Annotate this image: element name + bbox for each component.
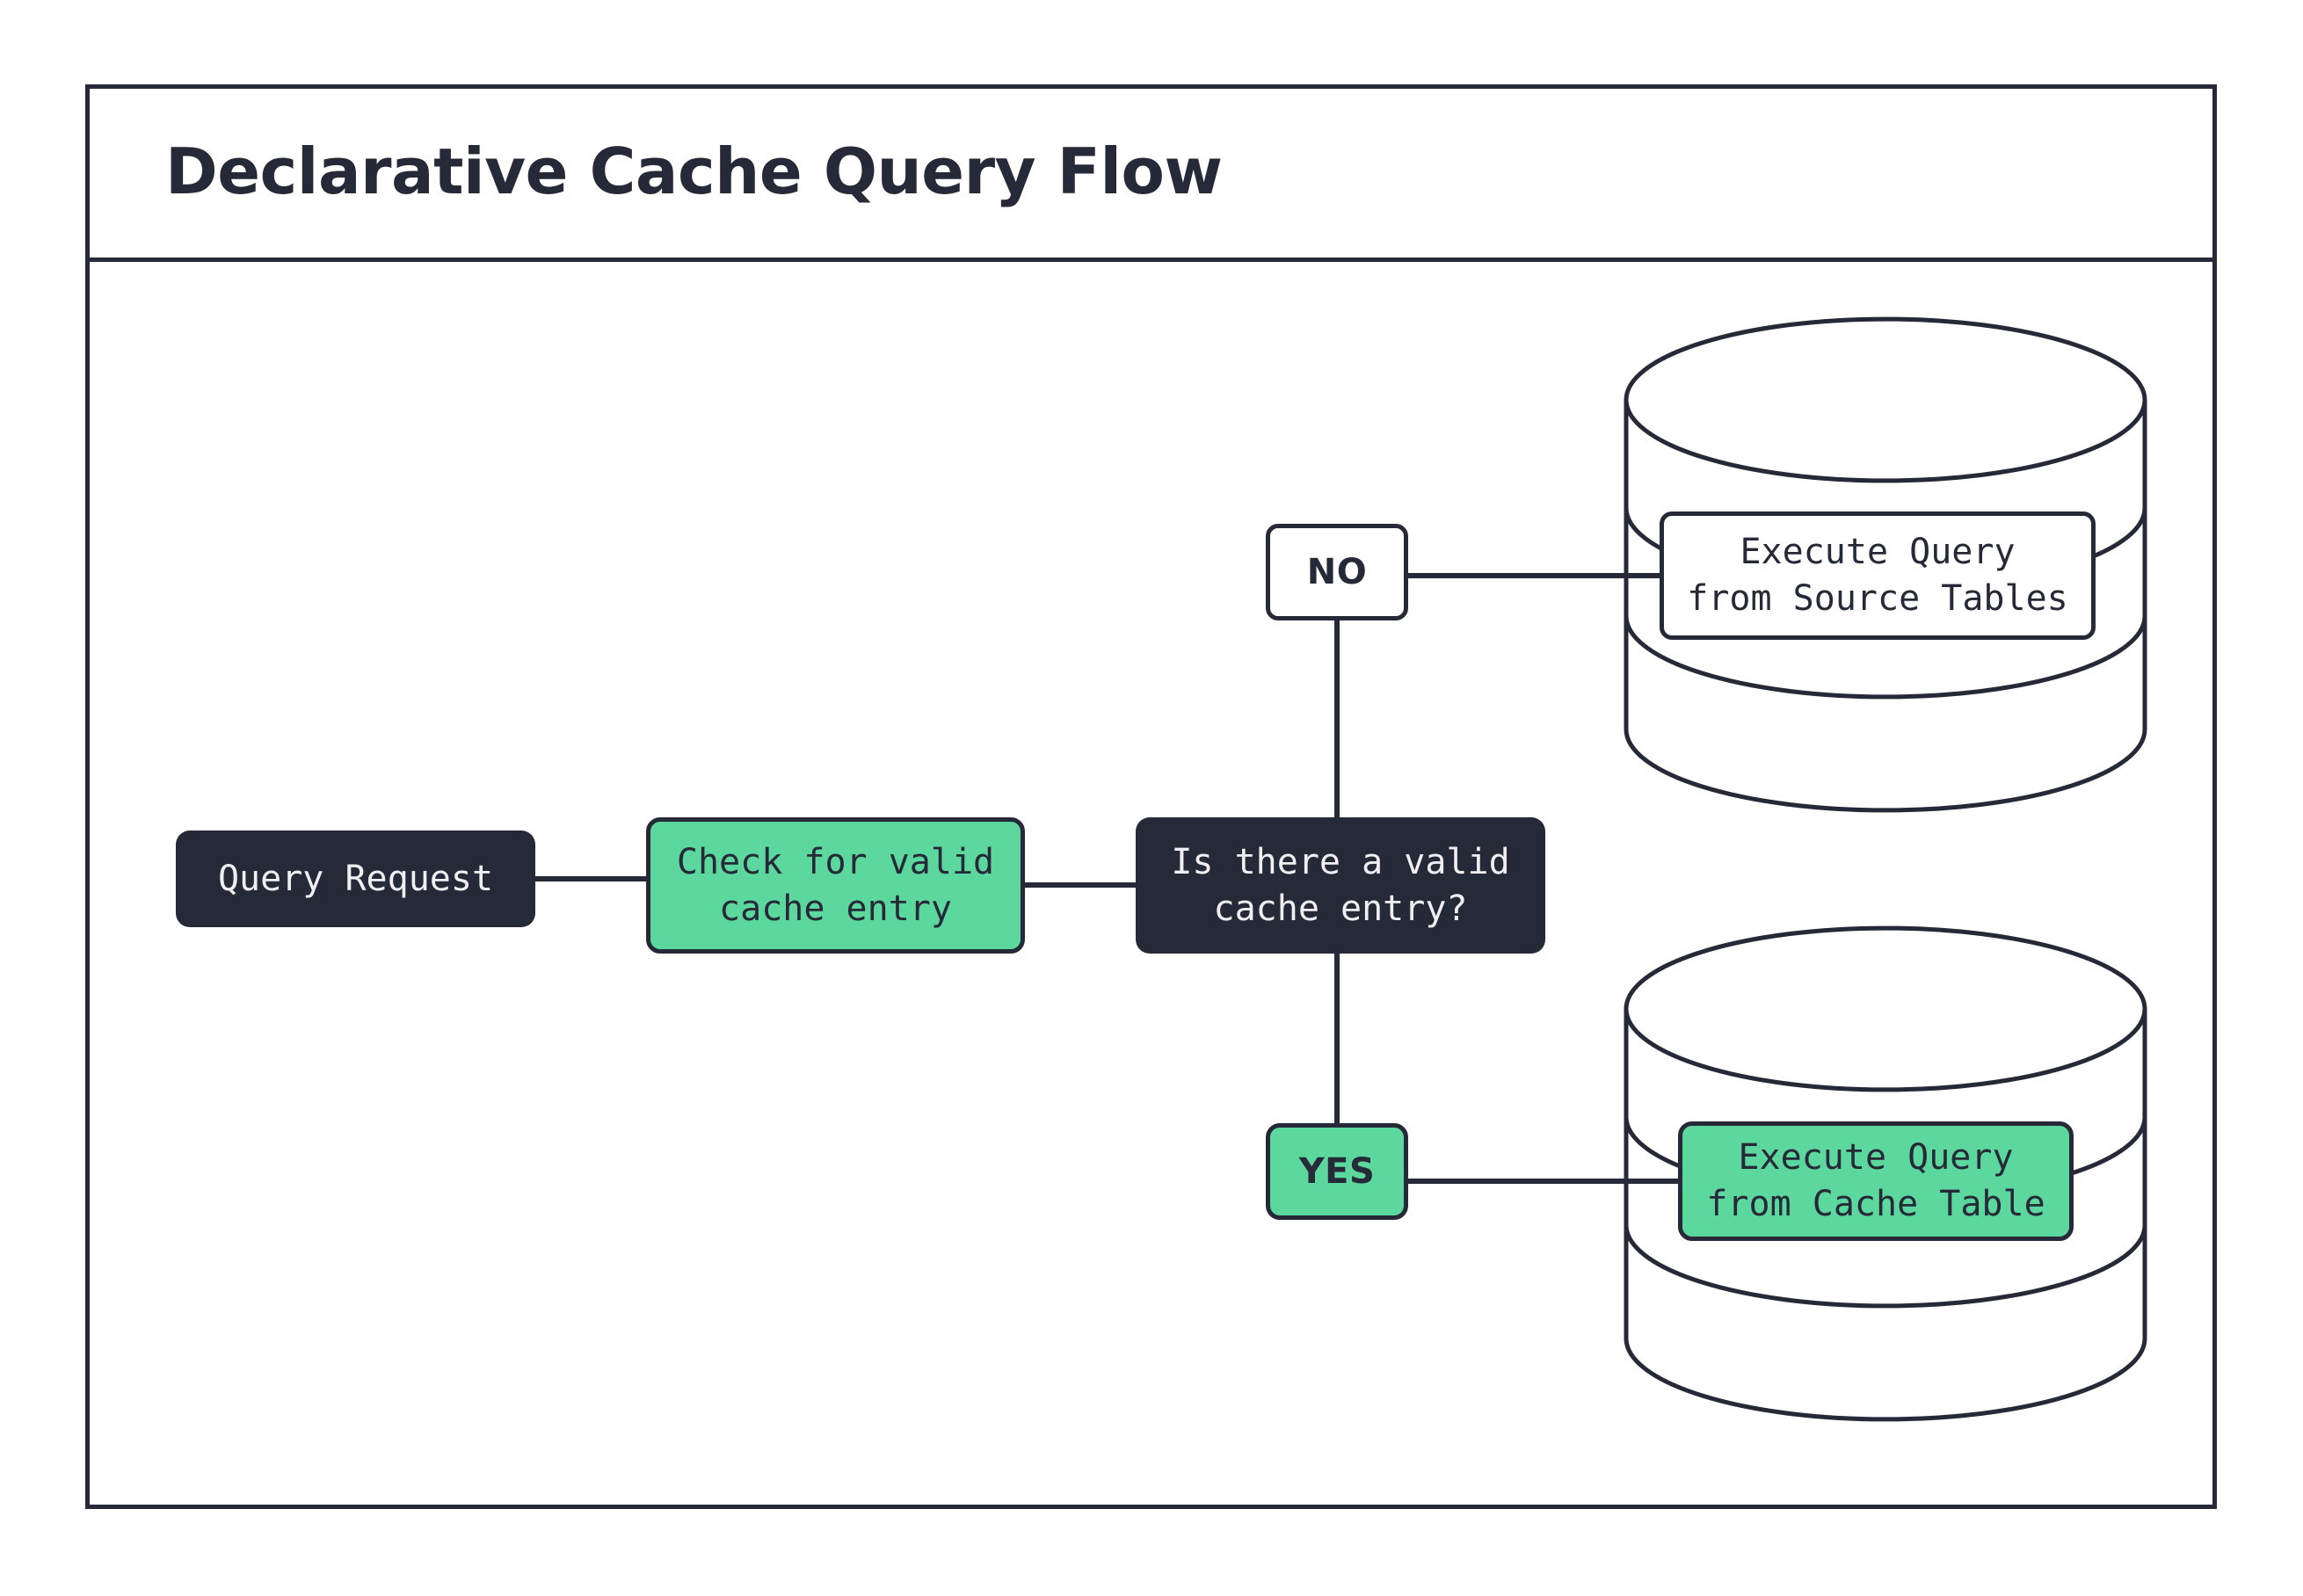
node-execute-query-from-source-tables[interactable]: Execute Query from Source Tables (1660, 511, 2096, 640)
diagram-frame (85, 84, 2217, 1509)
branch-label-yes[interactable]: YES (1266, 1123, 1408, 1220)
branch-label-no[interactable]: NO (1266, 524, 1408, 620)
node-check-for-valid-cache-entry[interactable]: Check for valid cache entry (646, 817, 1025, 954)
node-query-request[interactable]: Query Request (176, 831, 535, 927)
node-execute-query-from-cache-table[interactable]: Execute Query from Cache Table (1678, 1121, 2074, 1241)
node-decision-valid-cache-entry[interactable]: Is there a valid cache entry? (1136, 817, 1545, 954)
diagram-title-bar: Declarative Cache Query Flow (85, 84, 2217, 262)
page-title: Declarative Cache Query Flow (165, 134, 1223, 208)
